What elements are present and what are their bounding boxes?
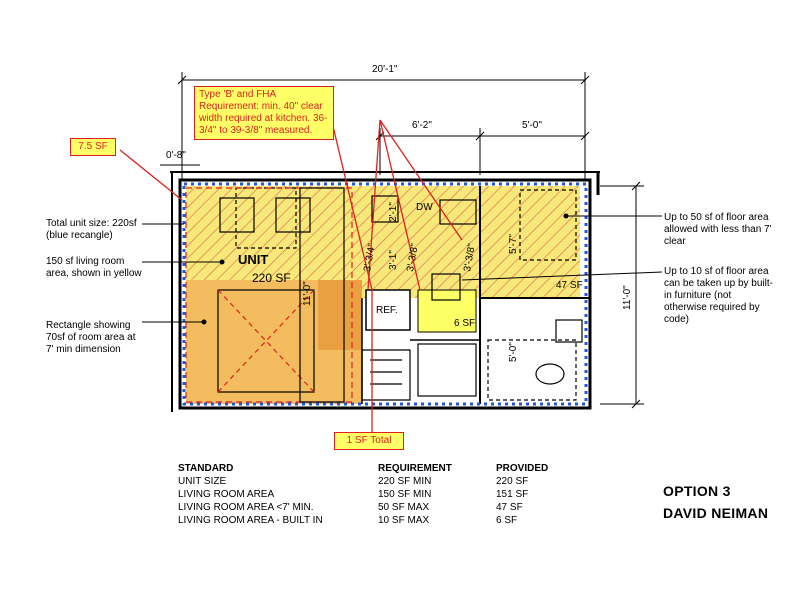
living-room-note: 150 sf living room area, shown in yellow xyxy=(46,256,142,279)
table-header: STANDARD xyxy=(178,463,234,474)
unit-title: UNIT xyxy=(238,252,268,267)
table-cell: 47 SF xyxy=(496,502,523,513)
dw-label: DW xyxy=(416,202,433,213)
closet-depth-label: 5'-7" xyxy=(508,234,519,254)
fha-callout: Type 'B' and FHA Requirement: min. 40" c… xyxy=(194,86,334,140)
table-cell: 6 SF xyxy=(496,515,518,526)
fifty-sf-note: Up to 50 sf of floor area allowed with l… xyxy=(664,212,772,247)
unit-area: 220 SF xyxy=(252,271,291,285)
forty-seven-sf-label: 47 SF xyxy=(556,280,583,291)
refrigerator xyxy=(365,289,411,331)
option-line-2: DAVID NEIMAN xyxy=(663,505,769,521)
table-row: LIVING ROOM AREA 150 SF MIN 151 SF xyxy=(178,488,576,501)
table-cell: LIVING ROOM AREA - BUILT IN xyxy=(178,515,323,526)
rectangle-shade xyxy=(318,280,362,350)
living-height-label: 11'-0" xyxy=(302,281,313,306)
clearance-lines xyxy=(119,119,463,432)
table-header: PROVIDED xyxy=(496,463,549,474)
standards-table: STANDARD REQUIREMENT PROVIDED UNIT SIZE … xyxy=(178,462,576,527)
table-cell: 220 SF xyxy=(496,476,529,487)
table-cell: 151 SF xyxy=(496,489,529,500)
kitchen-diag-2: 3'-3/8" xyxy=(405,242,421,272)
table-cell: 220 SF MIN xyxy=(378,476,432,487)
kitchen-diag-1: 3'-3/4" xyxy=(362,242,378,272)
table-header: REQUIREMENT xyxy=(378,463,452,474)
table-row: LIVING ROOM AREA - BUILT IN 10 SF MAX 6 … xyxy=(178,514,576,527)
table-cell: 50 SF MAX xyxy=(378,502,430,513)
height-dim-label: 11'-0" xyxy=(622,285,633,310)
bath-dim-label: 5'-0" xyxy=(522,120,542,131)
builtin-furniture-area xyxy=(417,289,477,333)
kitchen-bath-dimension xyxy=(375,128,590,175)
counter-label: 3'-1" xyxy=(388,250,399,270)
ref-label: REF. xyxy=(376,305,398,316)
six-sf-label: 6 SF xyxy=(454,318,475,329)
ten-sf-note: Up to 10 sf of floor area can be taken u… xyxy=(664,266,773,325)
kitchen-diag-3: 3'-3/8" xyxy=(462,242,478,272)
table-cell: 10 SF MAX xyxy=(378,515,430,526)
low-clearance-hatch-left xyxy=(186,186,362,280)
overall-dim-label: 20'-1" xyxy=(372,64,398,75)
option-line-1: OPTION 3 xyxy=(663,483,731,499)
table-cell: UNIT SIZE xyxy=(178,476,227,487)
table-row: UNIT SIZE 220 SF MIN 220 SF xyxy=(178,475,576,488)
option-title: OPTION 3 DAVID NEIMAN xyxy=(663,480,768,524)
unit-boundary xyxy=(182,182,588,406)
table-cell: LIVING ROOM AREA xyxy=(178,489,275,500)
rectangle-note: Rectangle showing 70sf of room area at 7… xyxy=(46,320,136,355)
wall-offset-dim-label: 0'-8" xyxy=(166,150,186,161)
note-leaders xyxy=(142,213,663,325)
unit-size-note: Total unit size: 220sf (blue recangle) xyxy=(46,218,137,241)
height-dimension xyxy=(600,181,644,409)
seven-five-sf-callout: 7.5 SF xyxy=(70,138,116,156)
furniture xyxy=(185,187,583,403)
kitchen-dim-label: 6'-2" xyxy=(412,120,432,131)
overall-dimension xyxy=(177,72,590,180)
table-row: LIVING ROOM AREA <7' MIN. 50 SF MAX 47 S… xyxy=(178,501,576,514)
table-cell: 150 SF MIN xyxy=(378,489,432,500)
one-sf-callout: 1 SF Total xyxy=(334,432,404,450)
bath-depth-label: 5'-0" xyxy=(508,342,519,362)
walls xyxy=(170,171,600,412)
table-header-row: STANDARD REQUIREMENT PROVIDED xyxy=(178,462,576,475)
dw-gap-label: 2'-1" xyxy=(388,202,399,222)
table-cell: LIVING ROOM AREA <7' MIN. xyxy=(178,502,314,513)
